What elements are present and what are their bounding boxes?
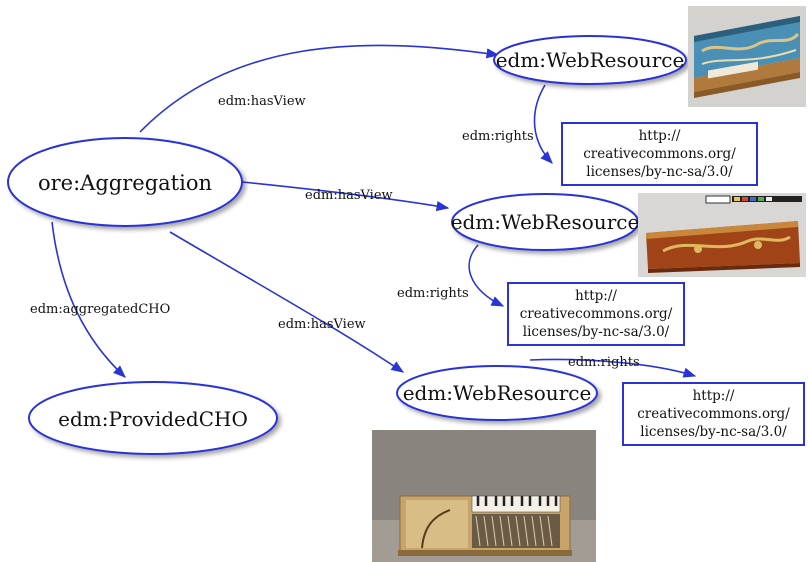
edge-label-rights-1: edm:rights [462,129,534,144]
node-web-resource-1-label: edm:WebResource [496,48,685,72]
harpsichord-photo-2-image [646,195,802,273]
license-box-3-line1: http:// [692,388,735,404]
harpsichord-photo-1-image [694,16,800,98]
node-web-resource-1 [493,35,687,85]
edge-label-has-view-1: edm:hasView [218,94,306,109]
license-box-2: http:// creativecommons.org/ licenses/by… [507,282,685,346]
node-web-resource-3-label: edm:WebResource [403,381,592,405]
license-box-2-line3: licenses/by-nc-sa/3.0/ [522,324,670,340]
node-web-resource-2-label: edm:WebResource [451,210,640,234]
node-aggregation [7,137,243,227]
license-box-1-line3: licenses/by-nc-sa/3.0/ [586,164,733,180]
edge-has-view-2 [241,181,450,212]
license-box-3: http:// creativecommons.org/ licenses/by… [622,382,805,446]
edge-has-view-1 [139,44,500,133]
license-box-1-line1: http:// [638,128,681,144]
edge-rights-1 [533,84,553,164]
license-box-2-line1: http:// [575,288,617,304]
edge-rights-3 [529,358,697,378]
license-box-1-line2: creativecommons.org/ [583,146,736,162]
harpsichord-photo-3 [372,430,596,562]
license-box-2-line2: creativecommons.org/ [519,306,673,322]
license-box-1: http:// creativecommons.org/ licenses/by… [561,122,758,186]
edge-label-rights-3: edm:rights [568,355,640,370]
edge-aggregated-cho [51,221,126,378]
node-provided-cho [28,381,278,455]
node-provided-cho-label: edm:ProvidedCHO [58,407,248,431]
edge-label-has-view-2: edm:hasView [305,188,393,203]
harpsichord-photo-3-image [372,430,596,562]
edge-rights-2 [468,244,505,307]
license-box-3-line3: licenses/by-nc-sa/3.0/ [640,424,787,440]
node-aggregation-label: ore:Aggregation [38,171,212,195]
harpsichord-photo-1 [688,6,806,107]
harpsichord-photo-2 [638,193,806,277]
license-box-3-line2: creativecommons.org/ [637,406,790,422]
node-web-resource-3 [396,365,598,421]
edge-has-view-3 [169,231,405,373]
edge-label-aggregated-cho: edm:aggregatedCHO [30,302,170,317]
edge-label-rights-2: edm:rights [397,286,469,301]
edge-label-has-view-3: edm:hasView [278,317,366,332]
